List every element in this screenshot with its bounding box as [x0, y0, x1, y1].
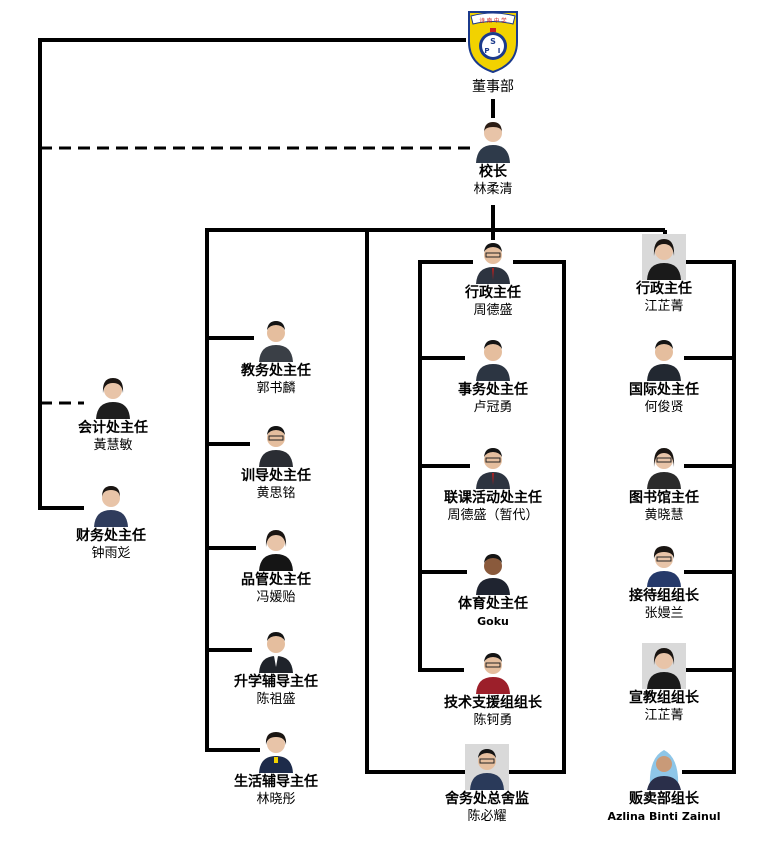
avatar	[254, 525, 298, 571]
node-name: Azlina Binti Zainul	[607, 810, 721, 823]
principal-name: 林柔清	[473, 182, 513, 197]
avatar	[254, 421, 298, 467]
reception-head-node: 接待组组长 张嫚兰	[594, 541, 734, 622]
node-title: 贩卖部组长	[629, 791, 699, 807]
node-name: 林晓彤	[256, 792, 296, 807]
node-name: 黄晓慧	[644, 508, 684, 523]
node-name: 何俊贤	[644, 400, 684, 415]
node-name: Goku	[477, 615, 509, 628]
admin-head-node-1: 行政主任 周德盛	[423, 238, 563, 319]
principal-node: 校长 林柔清	[423, 117, 563, 198]
node-title: 财务处主任	[76, 528, 146, 544]
node-name: 冯媛贻	[256, 590, 296, 605]
avatar	[642, 335, 686, 381]
crest-letter-i: I	[498, 47, 501, 55]
avatar	[471, 238, 515, 284]
avatar	[254, 627, 298, 673]
node-name: 江芷菁	[644, 708, 684, 723]
sports-head-node: 体育处主任 Goku	[423, 549, 563, 630]
admin-head-node-2: 行政主任 江芷菁	[594, 234, 734, 315]
cocurricular-head-node: 联课活动处主任 周德盛（暂代）	[423, 443, 563, 524]
node-title: 会计处主任	[78, 420, 148, 436]
board-of-directors-label: 董事部	[472, 79, 514, 95]
discipline-head-node: 训导处主任 黄思铭	[206, 421, 346, 502]
international-head-node: 国际处主任 何俊贤	[594, 335, 734, 416]
avatar	[471, 549, 515, 595]
avatar	[471, 443, 515, 489]
crest-banner: 诗 南 中 学	[479, 17, 507, 25]
career-guidance-head-node: 升学辅导主任 陈祖盛	[206, 627, 346, 708]
node-name: 陈钶勇	[473, 713, 513, 728]
avatar	[254, 727, 298, 773]
avatar	[471, 335, 515, 381]
node-name: 江芷菁	[644, 299, 684, 314]
node-title: 宣教组组长	[629, 690, 699, 706]
node-title: 国际处主任	[629, 382, 699, 398]
node-name: 周德盛（暂代）	[447, 508, 539, 523]
node-title: 生活辅导主任	[234, 774, 318, 790]
education-promo-head-node: 宣教组组长 江芷菁	[594, 643, 734, 724]
node-title: 体育处主任	[458, 596, 528, 612]
node-name: 钟雨彣	[91, 546, 131, 561]
affairs-head-node: 事务处主任 卢冠勇	[423, 335, 563, 416]
avatar	[642, 234, 686, 280]
node-title: 事务处主任	[458, 382, 528, 398]
node-title: 舍务处总舍监	[445, 791, 529, 807]
avatar	[91, 373, 135, 419]
node-title: 联课活动处主任	[444, 490, 542, 506]
node-title: 技术支援组组长	[444, 695, 542, 711]
node-name: 黃慧敏	[93, 438, 133, 453]
crest-letter-s: S	[490, 37, 496, 46]
crest-letter-p: P	[484, 47, 489, 55]
avatar	[89, 481, 133, 527]
node-name: 郭书麟	[256, 381, 296, 396]
node-name: 陈祖盛	[256, 692, 296, 707]
node-title: 图书馆主任	[629, 490, 699, 506]
finance-head-node: 财务处主任 钟雨彣	[41, 481, 181, 562]
avatar	[254, 316, 298, 362]
node-name: 黄思铭	[256, 486, 296, 501]
avatar	[642, 541, 686, 587]
node-title: 品管处主任	[241, 572, 311, 588]
node-name: 陈必耀	[467, 809, 507, 824]
avatar	[471, 648, 515, 694]
node-title: 接待组组长	[629, 588, 699, 604]
avatar	[465, 744, 509, 790]
hostel-warden-node: 舍务处总舍监 陈必耀	[417, 744, 557, 825]
node-title: 行政主任	[465, 285, 521, 301]
avatar	[471, 117, 515, 163]
accounting-head-node: 会计处主任 黃慧敏	[43, 373, 183, 454]
life-guidance-head-node: 生活辅导主任 林晓彤	[206, 727, 346, 808]
node-name: 张嫚兰	[644, 606, 684, 621]
node-name: 周德盛	[473, 303, 513, 318]
library-head-node: 图书馆主任 黄晓慧	[594, 443, 734, 524]
canteen-shop-head-node: 贩卖部组长 Azlina Binti Zainul	[594, 744, 734, 825]
node-title: 教务处主任	[241, 363, 311, 379]
school-crest: 诗 南 中 学 S P I	[465, 8, 521, 74]
tech-support-head-node: 技术支援组组长 陈钶勇	[423, 648, 563, 729]
node-title: 行政主任	[636, 281, 692, 297]
academic-head-node: 教务处主任 郭书麟	[206, 316, 346, 397]
avatar	[642, 643, 686, 689]
node-title: 升学辅导主任	[234, 674, 318, 690]
avatar	[642, 744, 686, 790]
quality-head-node: 品管处主任 冯媛贻	[206, 525, 346, 606]
node-title: 训导处主任	[241, 468, 311, 484]
node-name: 卢冠勇	[473, 400, 513, 415]
principal-title: 校长	[479, 164, 507, 180]
avatar	[642, 443, 686, 489]
